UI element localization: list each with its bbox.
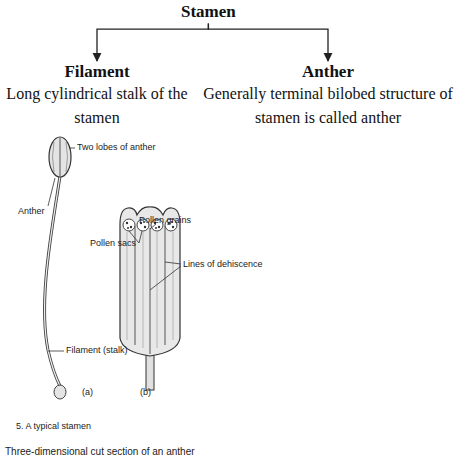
part-label: Anther: [18, 207, 45, 217]
term-definition: Long cylindrical stalk of the stamen: [5, 82, 189, 130]
term-heading: Filament: [5, 62, 189, 82]
pollen-sac: [123, 219, 135, 231]
part-label: (a): [82, 388, 93, 398]
part-label: Two lobes of anther: [77, 143, 156, 153]
leader-line: [48, 351, 64, 352]
figure-caption: 5. A typical stamen: [16, 422, 91, 432]
leader-line: [139, 231, 142, 243]
leader-line: [48, 178, 55, 206]
root-term: Stamen: [181, 2, 236, 22]
branch-arrow: [208, 23, 328, 61]
anther-shading: [53, 142, 68, 172]
term-definition: Generally terminal bilobed structure of …: [187, 82, 469, 130]
filament-drawing: [45, 176, 60, 386]
figure-caption: Three-dimensional cut section of an anth…: [5, 446, 195, 457]
leader-line: [69, 148, 75, 149]
part-label: Pollen sacs: [90, 239, 136, 249]
part-label: (b): [140, 388, 151, 398]
filament-base: [54, 385, 66, 399]
branch-arrow: [97, 23, 208, 61]
anther-section: [120, 207, 180, 356]
branch-term: FilamentLong cylindrical stalk of the st…: [5, 62, 189, 130]
part-label: Pollen grains: [139, 216, 191, 226]
anther-stalk: [146, 352, 154, 390]
term-heading: Stamen: [181, 2, 236, 22]
anther-groove: [60, 138, 61, 176]
part-label: Filament (stalk): [66, 346, 128, 356]
anther-drawing: [49, 137, 71, 177]
term-heading: Anther: [187, 62, 469, 82]
filament-highlight: [45, 176, 60, 386]
leader-line: [150, 266, 181, 290]
branch-term: AntherGenerally terminal bilobed structu…: [187, 62, 469, 130]
leader-line: [165, 262, 181, 264]
part-label: Lines of dehiscence: [183, 260, 263, 270]
